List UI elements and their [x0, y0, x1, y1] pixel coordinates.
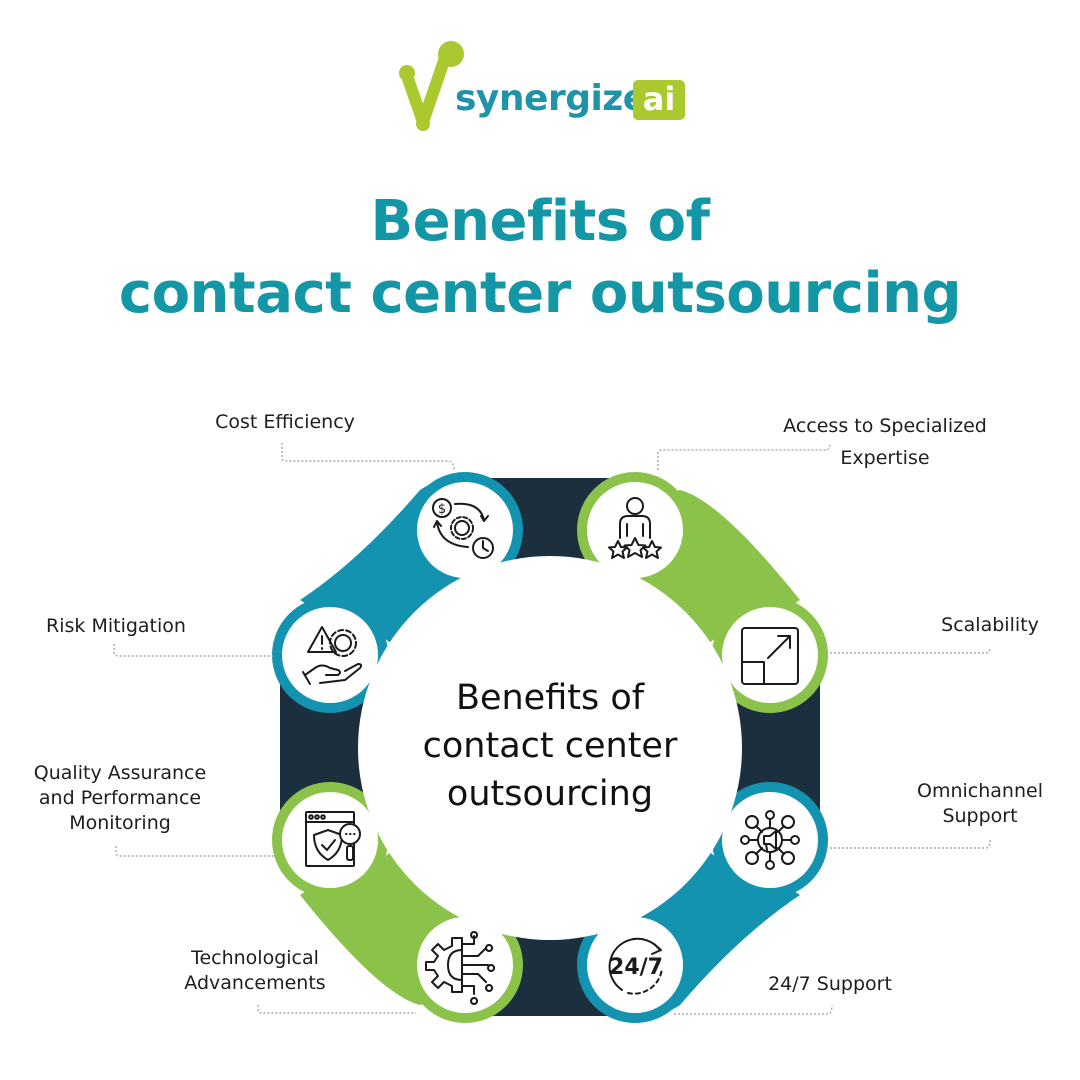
label-text-line-1: Access to Specialized	[783, 415, 987, 437]
logo-brand-text: synergize.	[455, 78, 660, 119]
warning-hand-gear-icon	[302, 626, 363, 685]
logo-ai-badge: ai	[633, 80, 685, 120]
label-text-line-2: Support	[942, 805, 1018, 827]
label-text-line-2: Advancements	[184, 972, 326, 994]
resize-arrow-icon	[741, 627, 799, 685]
label-text: Cost Efficiency	[215, 411, 355, 433]
gear-circuit-icon	[425, 931, 496, 1005]
label-scalability: Scalability	[920, 613, 1060, 638]
label-quality-assurance: Quality Assurance and Performance Monito…	[10, 761, 230, 836]
megaphone-network-icon	[740, 810, 800, 870]
synergize-logo: synergize. ai	[395, 40, 695, 135]
title-line-1: Benefits of	[370, 189, 710, 254]
person-stars-icon	[608, 497, 662, 559]
label-24-7-support: 24/7 Support	[750, 972, 910, 997]
label-text-line-1: Quality Assurance	[33, 762, 207, 784]
shield-check-magnifier-icon	[305, 811, 361, 867]
label-text: Risk Mitigation	[46, 615, 186, 637]
center-line-1: Benefits of	[455, 678, 645, 718]
center-title: Benefits of contact center outsourcing	[380, 674, 720, 818]
leader-lines	[113, 442, 991, 1015]
center-line-3: outsourcing	[446, 774, 654, 814]
page-title: Benefits of contact center outsourcing	[0, 186, 1080, 330]
label-text: 24/7 Support	[768, 973, 892, 995]
label-specialized-expertise: Access to Specialized Expertise	[740, 414, 1030, 471]
svg-text:24/7: 24/7	[609, 955, 663, 980]
center-line-2: contact center	[422, 726, 678, 766]
svg-text:$: $	[438, 502, 446, 517]
logo-v-mark-icon	[399, 41, 464, 131]
title-line-2: contact center outsourcing	[118, 261, 962, 326]
center-circle	[358, 556, 742, 940]
money-gear-clock-icon: $	[432, 498, 494, 559]
label-text-line-1: Omnichannel	[917, 780, 1043, 802]
label-text-line-1: Technological	[191, 947, 319, 969]
label-text-line-2: Expertise	[840, 447, 930, 469]
label-text-line-3: Monitoring	[69, 812, 171, 834]
label-omnichannel-support: Omnichannel Support	[890, 779, 1070, 829]
label-text-line-2: and Performance	[38, 787, 202, 809]
label-technological-advancements: Technological Advancements	[160, 946, 350, 996]
clock-24-7-icon: 24/7	[608, 937, 663, 995]
label-cost-efficiency: Cost Efficiency	[190, 410, 380, 435]
label-risk-mitigation: Risk Mitigation	[26, 614, 206, 639]
label-text: Scalability	[941, 614, 1039, 636]
